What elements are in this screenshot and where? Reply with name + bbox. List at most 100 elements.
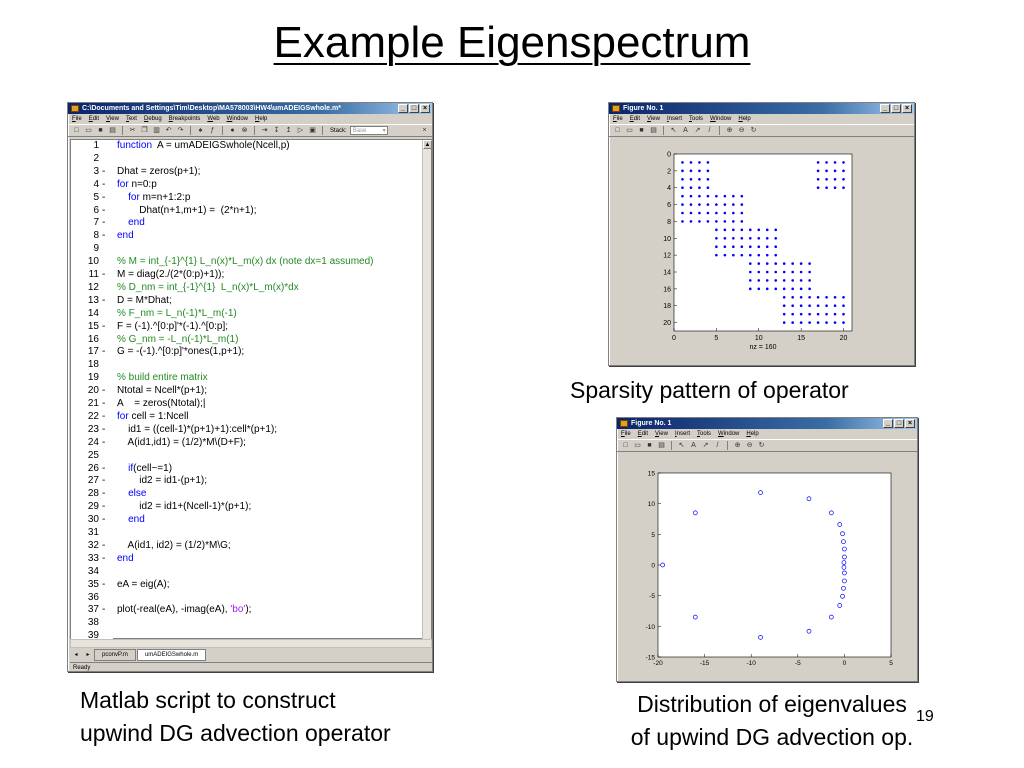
zoom-out-icon[interactable]: ⊖ xyxy=(746,442,753,449)
save-icon[interactable]: ■ xyxy=(98,127,103,134)
breakpoint-marker[interactable]: - xyxy=(102,604,106,616)
breakpoint-marker[interactable]: - xyxy=(102,320,106,332)
close-button[interactable]: × xyxy=(420,104,430,113)
breakpoint-marker[interactable]: - xyxy=(102,385,106,397)
zoom-out-icon[interactable]: ⊖ xyxy=(738,127,745,134)
step-out-icon[interactable]: ↥ xyxy=(285,127,292,134)
code-line[interactable]: function A = umADEIGSwhole(Ncell,p) xyxy=(117,140,290,151)
figure-menu-file[interactable]: File xyxy=(621,431,631,437)
breakpoint-marker[interactable]: - xyxy=(102,488,106,500)
step-icon[interactable]: ⇥ xyxy=(261,127,268,134)
code-line[interactable]: end xyxy=(117,217,145,228)
breakpoint-marker[interactable]: - xyxy=(102,578,106,590)
code-line[interactable]: % M = int_{-1}^{1} L_n(x)*L_m(x) dx (not… xyxy=(117,256,374,267)
new-figure-icon[interactable]: □ xyxy=(615,127,620,134)
figure-titlebar[interactable]: Figure No. 1 _ □ × xyxy=(609,103,914,114)
insert-line-icon[interactable]: / xyxy=(708,127,711,134)
code-line[interactable]: F = (-1).^[0:p]'*(-1).^[0:p]; xyxy=(117,321,228,332)
zoom-in-icon[interactable]: ⊕ xyxy=(726,127,733,134)
figure-menu-insert[interactable]: Insert xyxy=(666,116,682,122)
code-line[interactable]: Ntotal = Ncell*(p+1); xyxy=(117,385,207,396)
breakpoint-marker[interactable]: - xyxy=(102,552,106,564)
copy-icon[interactable]: ❐ xyxy=(141,127,148,134)
editor-menu-web[interactable]: Web xyxy=(207,116,220,122)
code-line[interactable]: A = zeros(Ntotal);| xyxy=(117,398,205,409)
maximize-button[interactable]: □ xyxy=(891,104,901,113)
editor-titlebar[interactable]: C:\Documents and Settings\Tim\Desktop\MA… xyxy=(68,103,432,114)
stack-select[interactable]: Base ▾ xyxy=(349,126,388,135)
code-line[interactable]: plot(-real(eA), -imag(eA), 'bo'); xyxy=(117,604,251,615)
code-line[interactable]: A(id1,id1) = (1/2)*M\(D+F); xyxy=(117,437,246,448)
breakpoint-marker[interactable]: - xyxy=(102,410,106,422)
pointer-arrow-icon[interactable]: ↖ xyxy=(670,127,677,134)
code-line[interactable]: Dhat = zeros(p+1); xyxy=(117,166,200,177)
code-area[interactable]: function A = umADEIGSwhole(Ncell,p) Dhat … xyxy=(117,140,417,640)
insert-text-icon[interactable]: A xyxy=(683,127,688,134)
open-folder-icon[interactable]: ▭ xyxy=(85,127,92,134)
scroll-up-arrow-icon[interactable]: ▲ xyxy=(423,140,432,149)
horizontal-scrollbar[interactable] xyxy=(70,639,432,648)
breakpoint-marker[interactable]: - xyxy=(102,204,106,216)
insert-arrow-icon[interactable]: ↗ xyxy=(702,442,709,449)
save-icon[interactable]: ■ xyxy=(647,442,652,449)
editor-menu-view[interactable]: View xyxy=(106,116,119,122)
save-icon[interactable]: ■ xyxy=(639,127,644,134)
breakpoint-marker[interactable]: - xyxy=(102,501,106,513)
code-line[interactable]: % D_nm = int_{-1}^{1} L_n(x)*L_m(x)*dx xyxy=(117,282,299,293)
breakpoint-marker[interactable]: - xyxy=(102,294,106,306)
breakpoint-marker[interactable]: - xyxy=(102,165,106,177)
print-icon[interactable]: ▤ xyxy=(109,127,116,134)
tab-pconvp[interactable]: pconvP.m xyxy=(94,649,136,661)
breakpoint-marker[interactable]: - xyxy=(102,191,106,203)
code-line[interactable]: Dhat(n+1,m+1) = (2*n+1); xyxy=(117,205,256,216)
breakpoint-marker[interactable]: - xyxy=(102,217,106,229)
clear-breakpoints-icon[interactable]: ⊗ xyxy=(241,127,248,134)
new-file-icon[interactable]: □ xyxy=(74,127,79,134)
close-document-icon[interactable]: × xyxy=(422,127,427,134)
breakpoint-marker[interactable]: - xyxy=(102,475,106,487)
insert-arrow-icon[interactable]: ↗ xyxy=(694,127,701,134)
maximize-button[interactable]: □ xyxy=(409,104,419,113)
code-line[interactable]: G = -(-1).^[0:p]'*ones(1,p+1); xyxy=(117,346,244,357)
code-line[interactable]: end xyxy=(117,514,145,525)
editor-menu-breakpoints[interactable]: Breakpoints xyxy=(168,116,201,122)
code-line[interactable]: eA = eig(A); xyxy=(117,579,170,590)
code-line[interactable]: id2 = id1+(Ncell-1)*(p+1); xyxy=(117,501,251,512)
breakpoint-marker[interactable]: - xyxy=(102,539,106,551)
figure-menu-edit[interactable]: Edit xyxy=(637,431,649,437)
tab-next-arrow-icon[interactable]: ▸ xyxy=(86,652,90,658)
undo-icon[interactable]: ↶ xyxy=(165,127,172,134)
code-line[interactable]: if(cell~=1) xyxy=(117,463,172,474)
figure-menu-view[interactable]: View xyxy=(655,431,668,437)
set-breakpoint-icon[interactable]: ● xyxy=(230,127,235,134)
code-line[interactable]: % F_nm = L_n(-1)*L_m(-1) xyxy=(117,308,237,319)
figure-menu-window[interactable]: Window xyxy=(718,431,740,437)
paste-icon[interactable]: ▥ xyxy=(153,127,160,134)
figure-menu-tools[interactable]: Tools xyxy=(688,116,703,122)
code-line[interactable]: for n=0:p xyxy=(117,179,157,190)
minimize-button[interactable]: _ xyxy=(883,419,893,428)
cut-icon[interactable]: ✂ xyxy=(129,127,136,134)
breakpoint-marker[interactable]: - xyxy=(102,269,106,280)
figure-menu-window[interactable]: Window xyxy=(710,116,732,122)
code-line[interactable]: M = diag(2./(2*(0:p)+1)); xyxy=(117,269,224,280)
insert-text-icon[interactable]: A xyxy=(691,442,696,449)
find-icon[interactable]: ♠ xyxy=(198,127,203,134)
breakpoint-marker[interactable]: - xyxy=(102,423,106,435)
rotate-icon[interactable]: ↻ xyxy=(758,442,765,449)
zoom-in-icon[interactable]: ⊕ xyxy=(734,442,741,449)
code-line[interactable]: D = M*Dhat; xyxy=(117,295,172,306)
rotate-icon[interactable]: ↻ xyxy=(750,127,757,134)
code-line[interactable]: for m=n+1:2:p xyxy=(117,192,190,203)
maximize-button[interactable]: □ xyxy=(894,419,904,428)
figure-menu-edit[interactable]: Edit xyxy=(629,116,641,122)
vertical-scrollbar[interactable]: ▲ xyxy=(422,140,432,640)
step-in-icon[interactable]: ↧ xyxy=(273,127,280,134)
breakpoint-marker[interactable]: - xyxy=(102,462,106,474)
editor-menu-edit[interactable]: Edit xyxy=(88,116,100,122)
close-button[interactable]: × xyxy=(905,419,915,428)
figure-titlebar[interactable]: Figure No. 1 _ □ × xyxy=(617,418,917,429)
